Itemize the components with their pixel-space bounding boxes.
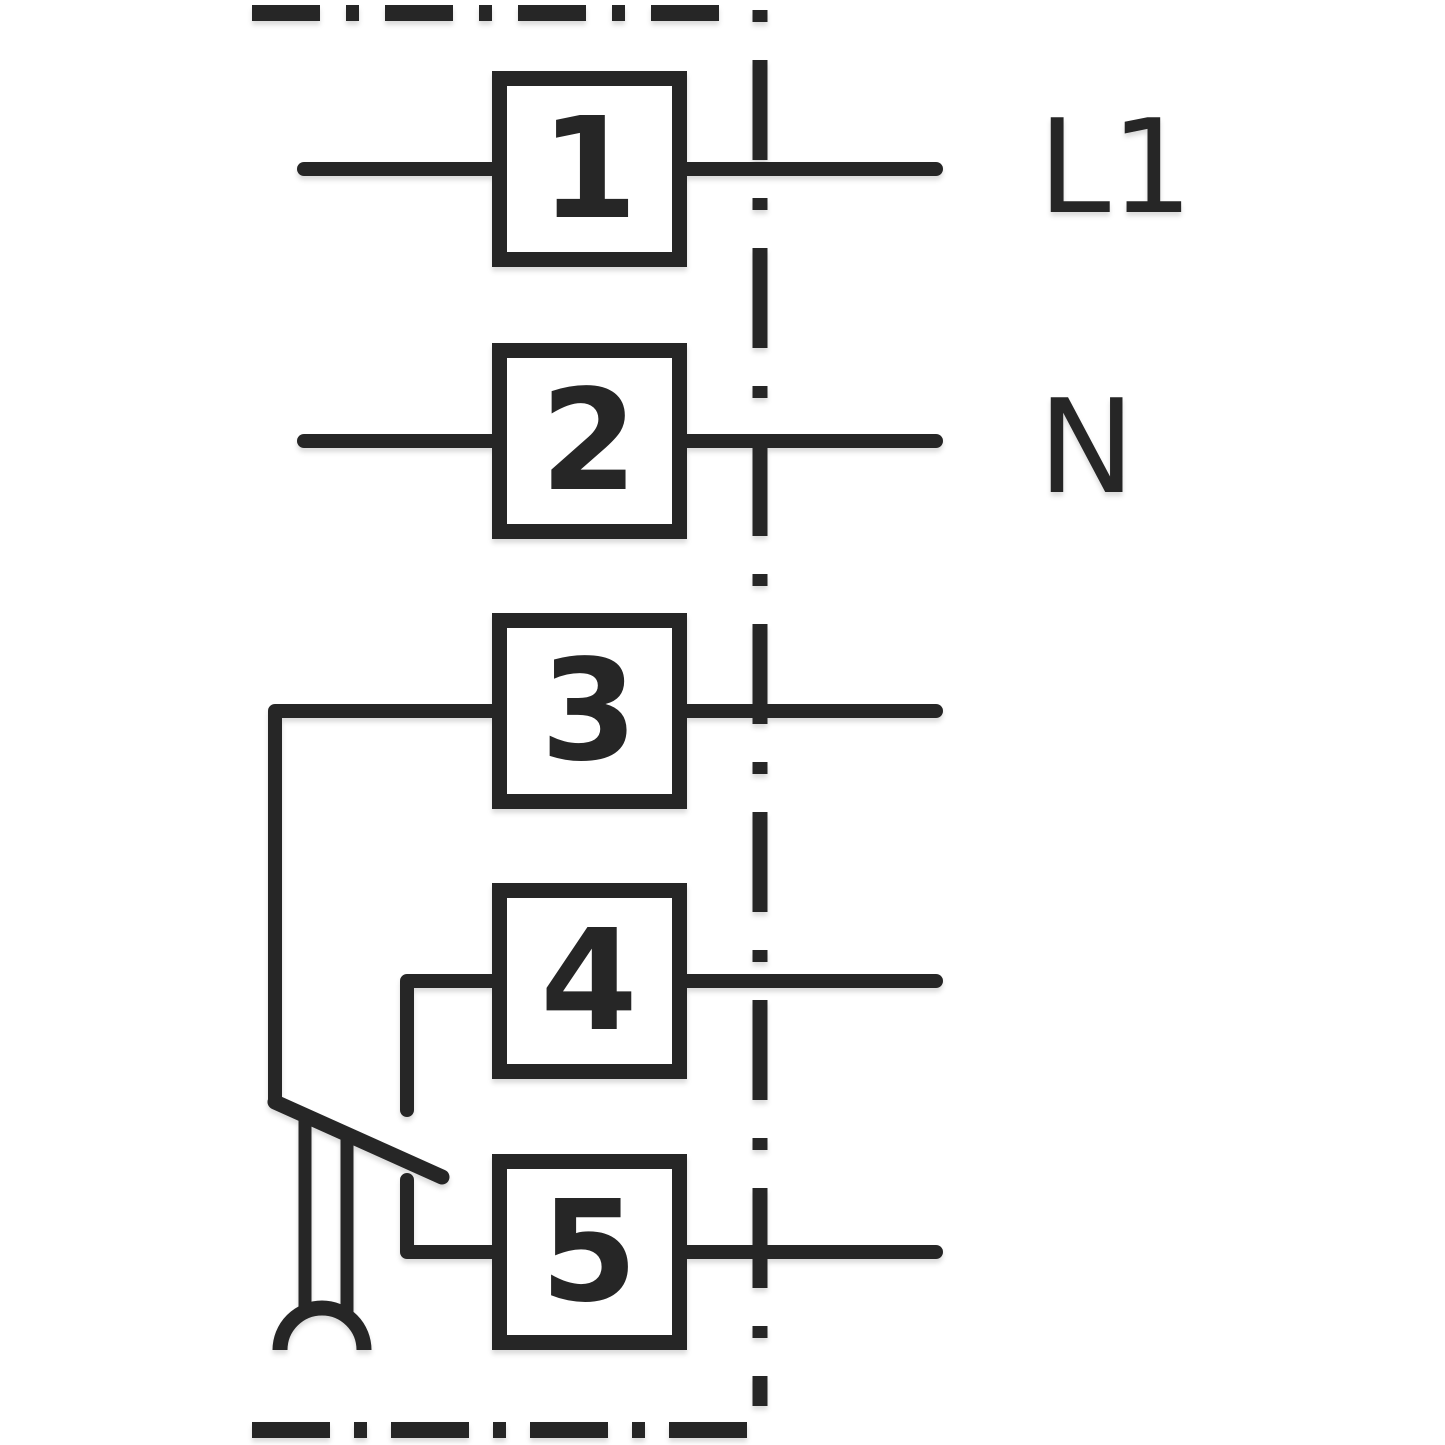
terminal-box-4: [492, 883, 687, 1079]
terminal-number-1: 1: [540, 88, 637, 251]
wire-terminal5-contact-stub: [400, 1173, 507, 1259]
line-labels: L1 N: [1038, 91, 1193, 523]
terminal-number-4: 4: [540, 900, 637, 1063]
label-line-l1: L1: [1038, 91, 1193, 243]
terminal-boxes: [492, 71, 687, 1350]
motor-drive-arc: [272, 1300, 372, 1351]
terminal-numbers: 1 2 3 4 5: [540, 88, 637, 1334]
switch-mechanism: [267, 1094, 450, 1351]
terminal-box-3: [492, 613, 687, 809]
terminal-number-5: 5: [540, 1171, 637, 1334]
label-neutral-n: N: [1038, 371, 1135, 523]
terminal-number-2: 2: [540, 360, 637, 523]
terminal-box-5: [492, 1154, 687, 1350]
wire-terminal3-common: [268, 704, 507, 1109]
terminal-box-2: [492, 343, 687, 539]
wire-terminal4-contact-stub: [400, 974, 507, 1117]
wires: [268, 162, 943, 1259]
terminal-number-3: 3: [540, 630, 637, 793]
terminal-box-1: [492, 71, 687, 267]
